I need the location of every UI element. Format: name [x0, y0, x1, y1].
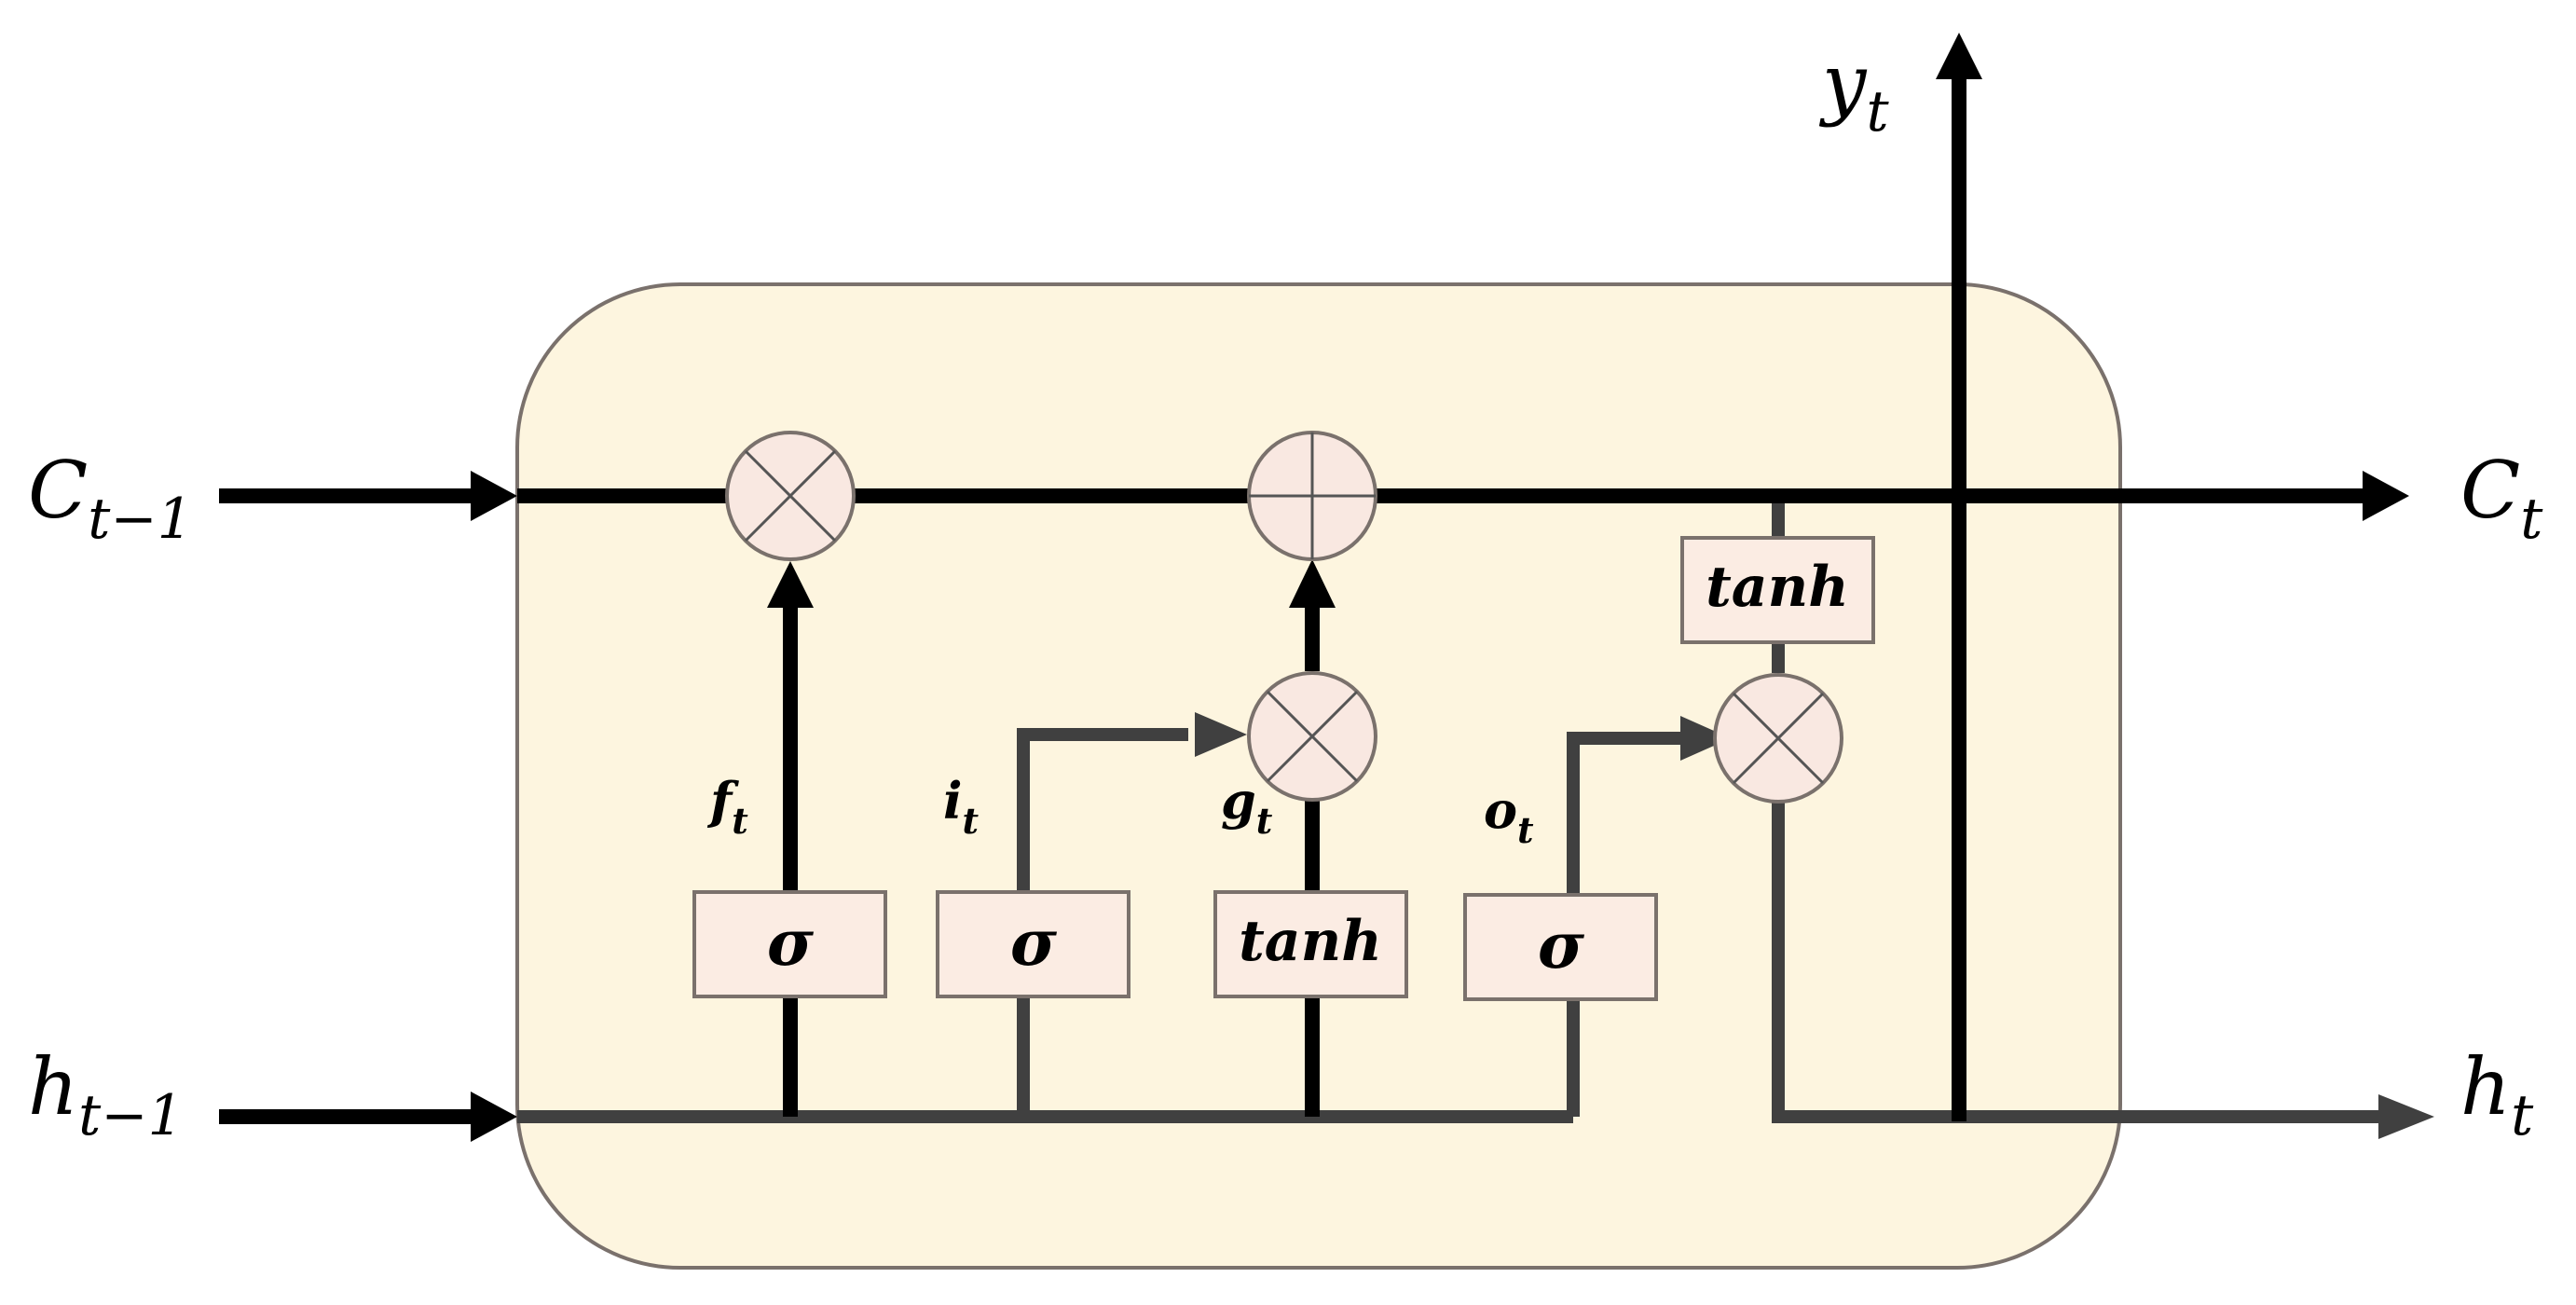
multiply-node-output [1713, 673, 1843, 804]
h-prev-arrowhead [471, 1092, 517, 1142]
hidden-state-paths [517, 494, 2381, 1123]
multiply-node-forget [725, 431, 856, 561]
output-gate-box: σ [1463, 893, 1658, 1001]
svg-text:σ: σ [767, 906, 815, 981]
candidate-arrowhead [1289, 559, 1336, 608]
y-output-label: yt [1818, 37, 1889, 144]
output-gate-to-multiply [1567, 732, 1687, 893]
candidate-gate-label: gt [1221, 771, 1273, 842]
y-arrowhead [1936, 33, 1982, 79]
h-output-path [1772, 802, 2381, 1123]
h-next-label: ht [2460, 1041, 2534, 1148]
candidate-gate-box: tanh [1213, 890, 1408, 998]
svg-text:σ: σ [1538, 909, 1585, 983]
c-prev-arrowhead [471, 471, 517, 521]
input-gate-arrowhead [1195, 712, 1247, 757]
c-next-arrowhead [2363, 471, 2409, 521]
input-gate-to-multiply [1017, 728, 1188, 890]
output-gate-label: ot [1484, 780, 1534, 851]
input-gate-box: σ [936, 890, 1130, 998]
input-gate-label: it [943, 771, 980, 842]
forget-arrowhead [767, 561, 814, 608]
c-prev-label: Ct−1 [28, 445, 193, 552]
svg-text:tanh: tanh [1239, 909, 1382, 974]
h-prev-label: ht−1 [28, 1041, 184, 1148]
svg-text:σ: σ [1010, 906, 1058, 981]
multiply-node-input [1247, 671, 1377, 802]
forget-gate-box: σ [692, 890, 887, 998]
cell-tanh-box: tanh [1680, 536, 1875, 644]
c-next-label: Ct [2460, 445, 2543, 552]
add-node-cell [1247, 431, 1377, 561]
forget-gate-label: ft [706, 771, 748, 842]
svg-text:tanh: tanh [1706, 555, 1849, 620]
h-next-arrowhead [2378, 1094, 2434, 1139]
output-gate-arrowhead [1680, 716, 1731, 761]
